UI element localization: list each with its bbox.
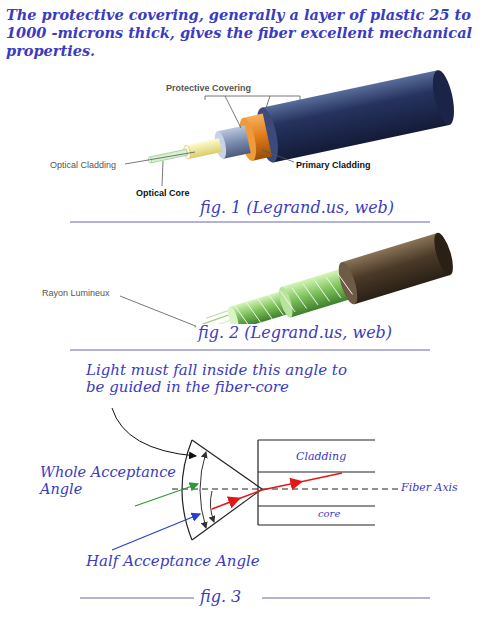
callout-note: Light must fall inside this angle to be …: [86, 362, 348, 397]
part-label: Primary Cladding: [296, 160, 371, 170]
fiber-axis-line: [172, 489, 398, 490]
divider-line: [70, 222, 430, 223]
multi-fiber-cable: [189, 231, 457, 351]
region-label: Cladding: [296, 451, 346, 464]
figure-caption: fig. 3: [200, 588, 241, 606]
leader-arrow: [135, 484, 198, 506]
divider-line: [80, 598, 194, 599]
leader-arrow: [112, 408, 196, 456]
part-label: Protective Covering: [166, 83, 251, 93]
divider-line: [262, 598, 430, 599]
part-label: Optical Cladding: [50, 160, 116, 170]
part-label: Rayon Lumineux: [42, 288, 110, 298]
leader-lines: [125, 96, 300, 186]
fiber-section: [258, 440, 375, 525]
light-ray: [212, 473, 342, 509]
axis-label: Fiber Axis: [401, 482, 458, 495]
part-label: Optical Core: [136, 188, 190, 198]
fiber-cable-layers: [143, 68, 458, 187]
angle-label: Half Acceptance Angle: [86, 553, 260, 570]
figure-caption: fig. 1 (Legrand.us, web): [200, 199, 394, 217]
leader-line: [120, 296, 198, 327]
header-note: The protective covering, generally a lay…: [6, 6, 478, 60]
angle-label: Whole Acceptance Angle: [40, 464, 190, 497]
divider-line: [70, 350, 430, 351]
region-label: core: [318, 508, 340, 520]
figure-caption: fig. 2 (Legrand.us, web): [196, 324, 394, 342]
acceptance-cone: [182, 440, 262, 540]
leader-arrow: [112, 514, 200, 550]
